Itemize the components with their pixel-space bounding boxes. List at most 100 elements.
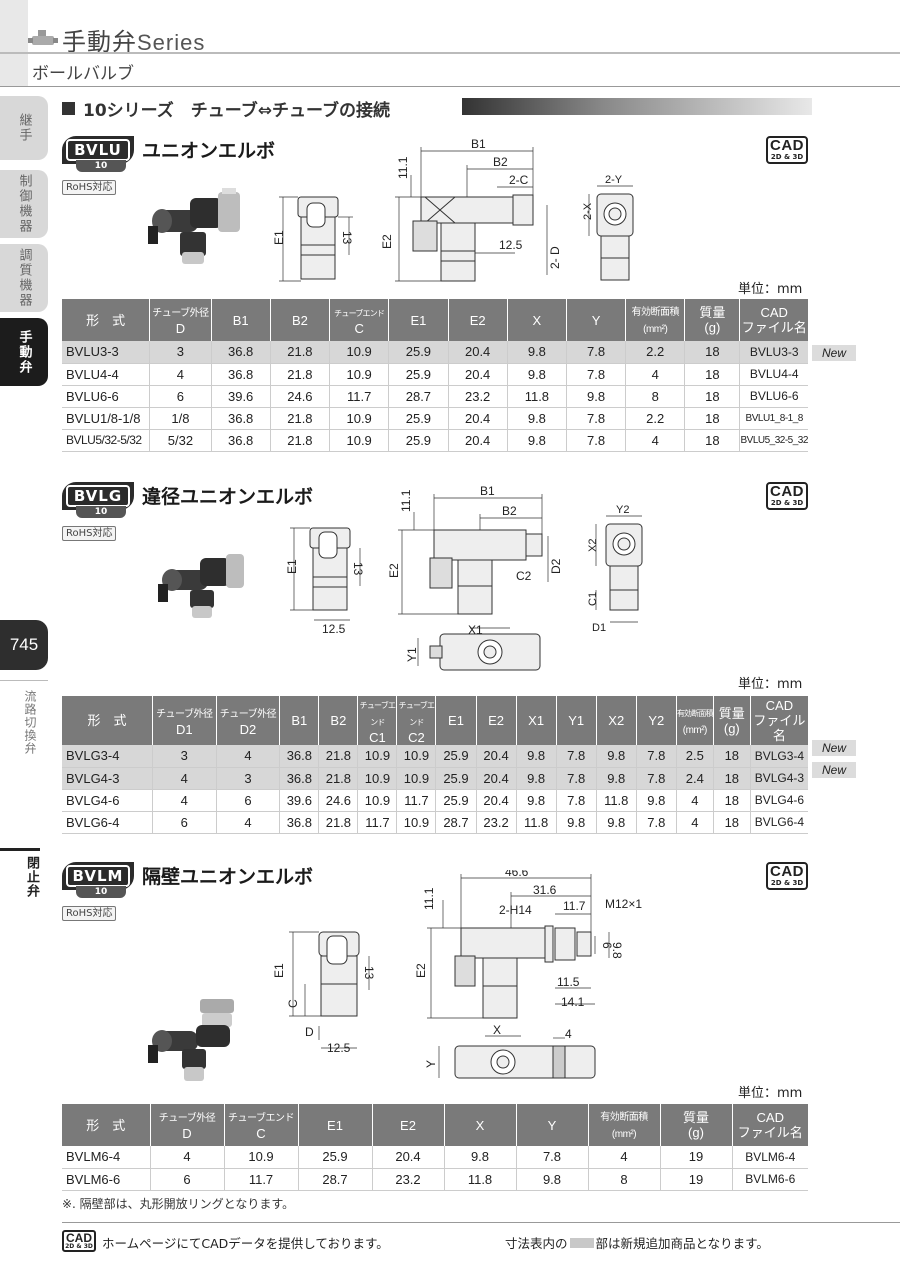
svg-text:46.6: 46.6 [505, 870, 529, 879]
svg-text:13: 13 [340, 231, 354, 245]
sidebar-divider [0, 680, 48, 681]
rohs-badge: RoHS対応 [62, 180, 117, 195]
svg-text:2-Y: 2-Y [605, 174, 623, 186]
svg-text:D: D [305, 1025, 314, 1039]
svg-text:M12×1: M12×1 [605, 897, 642, 911]
svg-text:B2: B2 [502, 504, 517, 518]
new-badge: New [812, 762, 856, 778]
svg-text:C1: C1 [587, 592, 599, 606]
svg-text:11.7: 11.7 [563, 899, 586, 913]
header-divider-2 [0, 86, 900, 87]
svg-text:X1: X1 [468, 623, 483, 637]
svg-text:11.1: 11.1 [396, 156, 410, 179]
svg-text:E1: E1 [272, 963, 286, 978]
rohs-badge: RoHS対応 [62, 906, 117, 921]
product-badge-bvlg: BVLG 10 [62, 482, 134, 522]
svg-text:B1: B1 [471, 137, 486, 151]
footer-new-legend: 寸法表内の 部は新規追加商品となります。 [505, 1236, 769, 1251]
header-side-strip [0, 0, 28, 86]
svg-text:11.5: 11.5 [557, 975, 580, 989]
svg-text:D1: D1 [592, 622, 606, 634]
square-bullet-icon [62, 102, 75, 115]
svg-text:2-C: 2-C [509, 173, 529, 187]
section-title: 10シリーズ チューブ⇔チューブの接続 [62, 96, 390, 121]
dimension-drawing-bvlg: E1 13 12.5 E2 11.1 B1 B2 C2 D2 X1 Y1 [285, 484, 563, 671]
sidebar-tab-manual-valve[interactable]: 手動弁 [0, 318, 48, 386]
svg-text:2-X: 2-X [582, 202, 594, 220]
footer-divider [62, 1222, 900, 1223]
page-number: 745 [0, 620, 48, 670]
product-title: 違径ユニオンエルボ [142, 486, 314, 508]
svg-text:31.6: 31.6 [533, 883, 557, 897]
svg-text:14.1: 14.1 [561, 995, 585, 1009]
svg-text:Y2: Y2 [616, 504, 629, 516]
side-view-bvlu: 2-Y 2-X [582, 174, 634, 281]
header-divider [0, 52, 900, 54]
sidebar-tab-fittings[interactable]: 継手 [0, 96, 48, 160]
svg-text:13: 13 [362, 966, 376, 980]
footnote: ※. 隔壁部は、丸形開放リングとなります。 [62, 1197, 295, 1211]
svg-text:E2: E2 [414, 963, 428, 978]
svg-text:X2: X2 [587, 539, 599, 552]
product-photo-bvlg [158, 554, 244, 618]
product-badge-bvlu: BVLU 10 [62, 136, 134, 176]
svg-text:Y: Y [424, 1060, 438, 1068]
svg-text:B2: B2 [493, 155, 508, 169]
new-color-swatch [569, 1237, 594, 1248]
unit-label: 単位：mm [738, 1086, 803, 1101]
svg-text:C2: C2 [516, 569, 532, 583]
svg-text:9.8: 9.8 [610, 942, 624, 959]
sidebar-divider-2 [0, 848, 40, 851]
product-badge-bvlm: BVLM 10 [62, 862, 134, 902]
footer-cad-note: ホームページにてCADデータを提供しております。 [102, 1236, 389, 1251]
dimension-drawing-bvlm: E1 13 C D 12.5 E2 11.1 46.6 31.6 2-H14 1… [272, 870, 642, 1079]
svg-text:E2: E2 [387, 563, 401, 578]
sidebar-tab-control[interactable]: 制御機器 [0, 170, 48, 238]
dimension-drawing-bvlu: E1 13 E2 11.1 B1 B2 2-C 12.5 2- D [272, 137, 562, 282]
svg-text:11.1: 11.1 [422, 887, 436, 910]
svg-text:13: 13 [351, 562, 365, 576]
svg-text:6: 6 [600, 942, 614, 949]
rohs-badge: RoHS対応 [62, 526, 117, 541]
sidebar-label-shutoff-valve[interactable]: 閉止弁 [24, 856, 39, 898]
page-subtitle: ボールバルブ [32, 64, 134, 84]
svg-text:D2: D2 [549, 558, 563, 574]
svg-text:E1: E1 [285, 559, 299, 574]
unit-label: 単位：mm [738, 677, 803, 692]
sidebar-tab-conditioning[interactable]: 調質機器 [0, 244, 48, 312]
svg-text:E1: E1 [272, 230, 286, 245]
product-photo-bvlu [148, 188, 240, 264]
new-badge: New [812, 740, 856, 756]
product-photo-bvlm [148, 999, 234, 1081]
svg-text:E2: E2 [380, 234, 394, 249]
svg-text:C: C [286, 999, 300, 1008]
sidebar-label-switching-valve[interactable]: 流路切換弁 [23, 690, 37, 755]
svg-text:2- D: 2- D [548, 246, 562, 269]
svg-text:Y1: Y1 [405, 647, 419, 662]
svg-text:X: X [493, 1023, 501, 1037]
svg-text:12.5: 12.5 [499, 238, 523, 252]
svg-text:2-H14: 2-H14 [499, 903, 532, 917]
svg-text:12.5: 12.5 [322, 622, 346, 636]
page-title: 手動弁Series [62, 28, 206, 56]
section-title-bar [462, 98, 812, 115]
svg-text:4: 4 [565, 1027, 572, 1041]
